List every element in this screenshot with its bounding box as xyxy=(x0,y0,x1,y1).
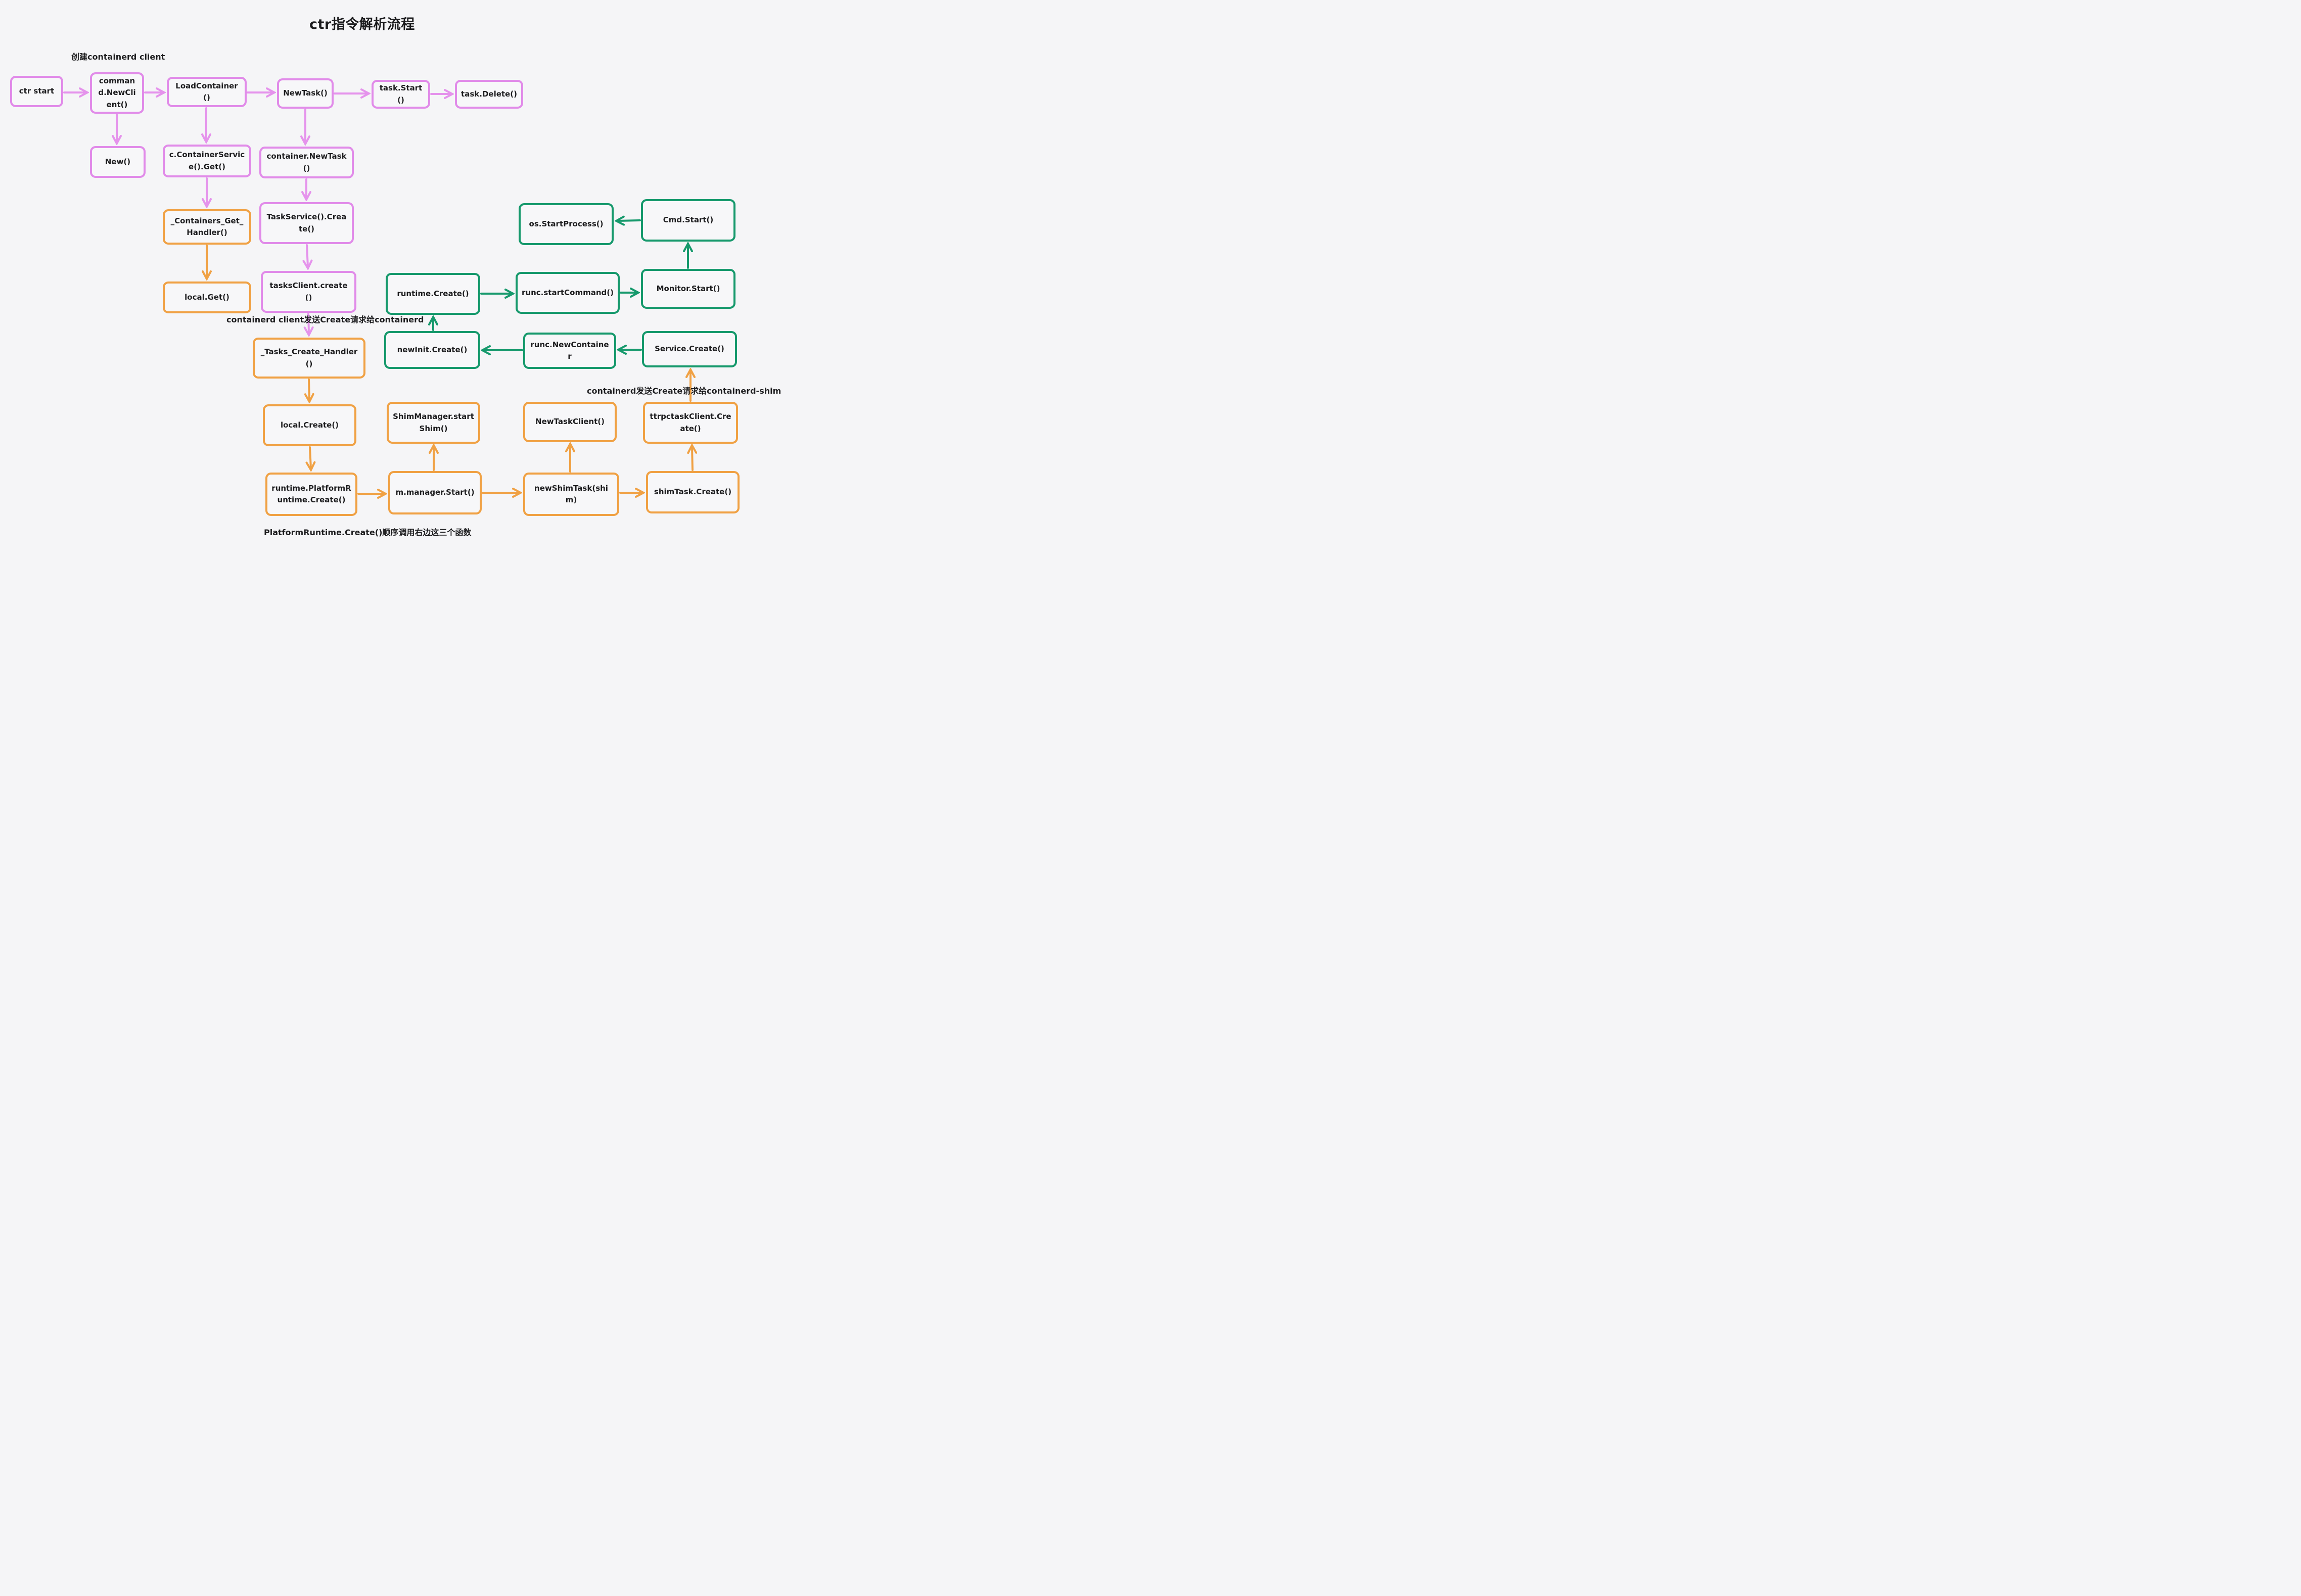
diagram-canvas[interactable]: ctr指令解析流程 创建containerd client containerd… xyxy=(0,0,781,542)
node-load-container[interactable]: LoadContainer() xyxy=(167,77,247,107)
node-container-newtask[interactable]: container.NewTask() xyxy=(259,147,354,178)
node-containers-get-handler[interactable]: _Containers_Get_Handler() xyxy=(163,209,251,245)
node-newshimtask[interactable]: newShimTask(shim) xyxy=(523,473,619,516)
node-task-start[interactable]: task.Start() xyxy=(372,80,430,109)
node-runc-newcontainer[interactable]: runc.NewContainer xyxy=(523,333,616,369)
edge-shimtaskcreate-ttrpctaskclient xyxy=(692,447,693,471)
node-runc-startcommand[interactable]: runc.startCommand() xyxy=(516,272,620,314)
node-shimmanager-startshim[interactable]: ShimManager.startShim() xyxy=(387,402,480,444)
node-local-get[interactable]: local.Get() xyxy=(163,281,251,313)
node-command-newclient[interactable]: command.NewClient() xyxy=(90,72,144,114)
annotation-platform-runtime-note: PlatformRuntime.Create()顺序调用右边这三个函数 xyxy=(264,528,472,537)
node-monitor-start[interactable]: Monitor.Start() xyxy=(641,269,735,309)
node-shimtask-create[interactable]: shimTask.Create() xyxy=(646,471,740,513)
node-taskservice-create[interactable]: TaskService().Create() xyxy=(259,202,354,244)
node-new[interactable]: New() xyxy=(90,146,146,178)
node-runtime-platformruntime-create[interactable]: runtime.PlatformRuntime.Create() xyxy=(265,473,357,516)
node-ttrpctaskclient-create[interactable]: ttrpctaskClient.Create() xyxy=(643,402,738,444)
annotation-containerd-send-create: containerd发送Create请求给containerd-shim xyxy=(587,386,781,396)
diagram-title: ctr指令解析流程 xyxy=(309,17,415,32)
node-c-containerservice-get[interactable]: c.ContainerService().Get() xyxy=(163,145,251,177)
node-tasksclient-create[interactable]: tasksClient.create() xyxy=(261,271,356,313)
edge-cmdstart-osstartprocess xyxy=(618,220,641,221)
annotation-client-send-create: containerd client发送Create请求给containerd xyxy=(226,315,424,324)
node-runtime-create[interactable]: runtime.Create() xyxy=(386,273,480,315)
node-newinit-create[interactable]: newInit.Create() xyxy=(384,331,480,369)
edge-taskservicecreate-tasksclientcreate xyxy=(307,244,308,267)
node-cmd-start[interactable]: Cmd.Start() xyxy=(641,199,735,242)
annotation-create-client: 创建containerd client xyxy=(71,52,165,62)
node-tasks-create-handler[interactable]: _Tasks_Create_Handler() xyxy=(253,338,365,379)
node-os-startprocess[interactable]: os.StartProcess() xyxy=(519,203,614,245)
node-service-create[interactable]: Service.Create() xyxy=(642,331,737,367)
node-task-delete[interactable]: task.Delete() xyxy=(455,80,523,109)
node-m-manager-start[interactable]: m.manager.Start() xyxy=(388,471,482,514)
node-ctr-start[interactable]: ctr start xyxy=(10,76,63,107)
node-new-task[interactable]: NewTask() xyxy=(277,78,334,109)
node-newtaskclient[interactable]: NewTaskClient() xyxy=(523,402,617,442)
node-local-create[interactable]: local.Create() xyxy=(263,404,356,446)
edge-localcreate-platformruntime xyxy=(310,446,311,468)
